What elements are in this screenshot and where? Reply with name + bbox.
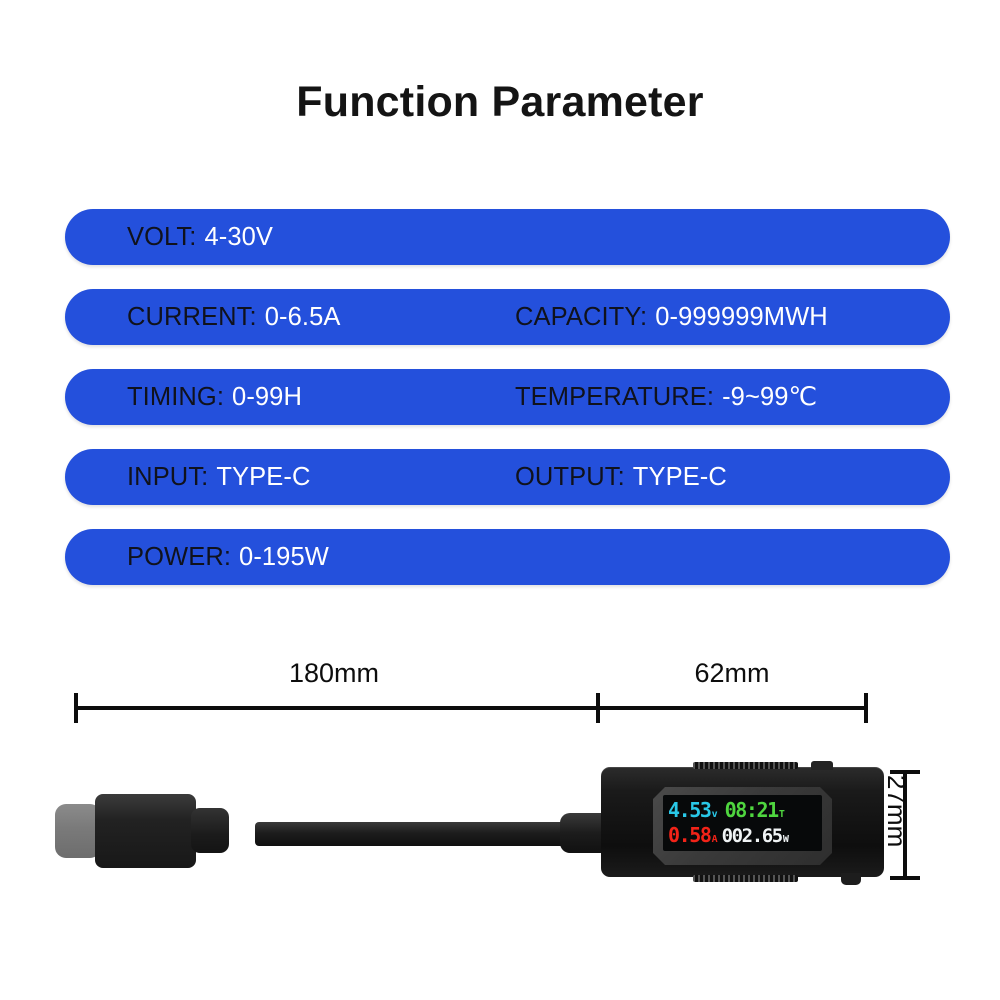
spec-value-current: 0-6.5A	[264, 302, 341, 331]
specification-list: VOLT: 4-30V CURRENT: 0-6.5A CAPACITY: 0-…	[65, 209, 950, 609]
spec-label-current: CURRENT:	[127, 302, 257, 331]
ruler-line	[74, 706, 868, 710]
vertical-ruler-tick-top	[890, 770, 920, 774]
usb-meter-device: 4.53 v 08:21 T 0.58 A 002.65 W	[601, 759, 884, 885]
device-ridge-bottom	[693, 875, 798, 882]
spec-label-output: OUTPUT:	[515, 462, 625, 491]
spec-row-current-capacity: CURRENT: 0-6.5A CAPACITY: 0-999999MWH	[65, 289, 950, 345]
lcd-voltage-unit: v	[711, 809, 718, 820]
spec-row-power: POWER: 0-195W	[65, 529, 950, 585]
spec-cell-volt: VOLT: 4-30V	[127, 209, 273, 265]
spec-cell-power: POWER: 0-195W	[127, 529, 329, 585]
spec-cell-temperature: TEMPERATURE: -9~99℃	[515, 369, 817, 425]
spec-value-input: TYPE-C	[216, 462, 311, 491]
spec-label-capacity: CAPACITY:	[515, 302, 648, 331]
spec-cell-capacity: CAPACITY: 0-999999MWH	[515, 289, 828, 345]
spec-label-timing: TIMING:	[127, 382, 225, 411]
lcd-current-value: 0.58	[668, 823, 712, 847]
lcd-power-value: 002.65	[721, 825, 784, 847]
lcd-current-unit: A	[711, 834, 718, 845]
spec-cell-timing: TIMING: 0-99H	[127, 369, 302, 425]
usb-c-plug-neck	[191, 808, 229, 853]
device-port-nub-bottom	[841, 873, 861, 885]
device-port-nub-top	[811, 761, 833, 770]
spec-value-timing: 0-99H	[232, 382, 302, 411]
dimension-label-device-length: 62mm	[694, 658, 770, 688]
vertical-ruler-tick-bottom	[890, 876, 920, 880]
dimension-label-cable-length: 180mm	[288, 658, 380, 688]
spec-value-volt: 4-30V	[204, 222, 274, 251]
usb-c-plug-housing	[95, 794, 196, 868]
page-title: Function Parameter	[296, 78, 704, 126]
lcd-voltage-value: 4.53	[668, 798, 712, 822]
lcd-power-unit: W	[782, 834, 789, 845]
ruler-tick-end	[864, 693, 868, 723]
device-ridge-top	[693, 762, 798, 769]
spec-row-timing-temperature: TIMING: 0-99H TEMPERATURE: -9~99℃	[65, 369, 950, 425]
lcd-row-top: 4.53 v 08:21 T	[663, 797, 822, 825]
lcd-timing-value: 08:21	[724, 798, 780, 822]
device-lcd-screen: 4.53 v 08:21 T 0.58 A 002.65 W	[663, 795, 822, 851]
ruler-tick-middle	[596, 693, 600, 723]
spec-label-input: INPUT:	[127, 462, 209, 491]
spec-label-temperature: TEMPERATURE:	[515, 382, 715, 411]
spec-value-temperature: -9~99℃	[722, 383, 818, 411]
spec-value-capacity: 0-999999MWH	[655, 302, 828, 331]
spec-value-power: 0-195W	[239, 542, 329, 571]
spec-label-volt: VOLT:	[127, 222, 197, 251]
spec-value-output: TYPE-C	[632, 462, 727, 491]
dimension-ruler-vertical: 27mm	[882, 770, 953, 880]
vertical-ruler-line	[903, 770, 907, 880]
spec-row-volt: VOLT: 4-30V	[65, 209, 950, 265]
product-illustration: 4.53 v 08:21 T 0.58 A 002.65 W	[55, 745, 885, 895]
spec-row-input-output: INPUT: TYPE-C OUTPUT: TYPE-C	[65, 449, 950, 505]
spec-cell-output: OUTPUT: TYPE-C	[515, 449, 727, 505]
lcd-timing-unit: T	[778, 809, 785, 820]
dimension-ruler-horizontal: 180mm 62mm	[74, 658, 868, 723]
ruler-tick-start	[74, 693, 78, 723]
spec-cell-current: CURRENT: 0-6.5A	[127, 289, 340, 345]
spec-label-power: POWER:	[127, 542, 232, 571]
spec-cell-input: INPUT: TYPE-C	[127, 449, 310, 505]
dimension-label-device-height: 27mm	[882, 775, 912, 848]
lcd-row-bottom: 0.58 A 002.65 W	[663, 822, 822, 850]
usb-c-connector-tip	[55, 804, 101, 858]
